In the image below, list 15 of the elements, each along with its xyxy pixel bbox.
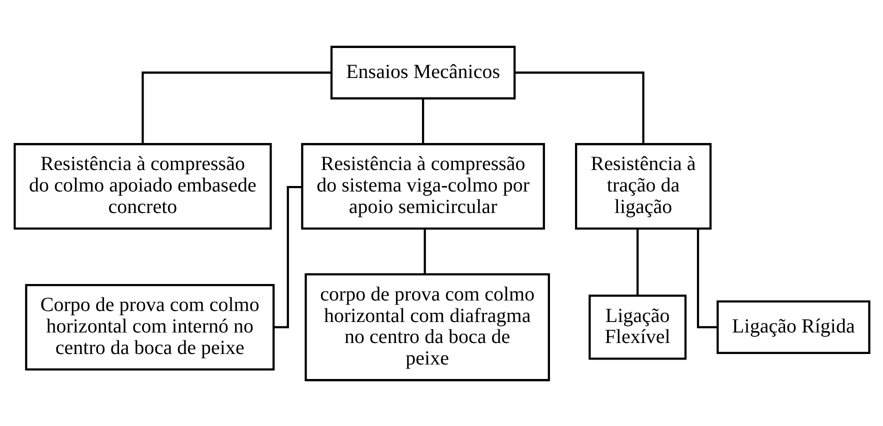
connector	[141, 71, 331, 144]
node-box: Corpo de prova com colmo horizontal com internó no centro da boca de peixe	[24, 283, 274, 370]
node-box: corpo de prova com colmo horizontal com diafragma no centro da boca de peixe	[304, 272, 550, 381]
node-box: Resistência à compressão do colmo apoiado embasede concreto	[13, 142, 272, 230]
node-box: Resistência à compressão do sistema viga-colmo por apoio semicircular	[300, 142, 544, 230]
connector	[636, 228, 638, 296]
node-box: Resistência à tração da ligação	[574, 142, 712, 230]
node-box: Ligação Flexível	[588, 294, 686, 360]
connector	[273, 185, 302, 328]
connector	[696, 228, 717, 328]
connector	[514, 71, 644, 144]
node-box: Ligação Rígida	[716, 300, 870, 354]
node-box: Ensaios Mecânicos	[330, 45, 516, 99]
connector	[421, 98, 424, 144]
connector	[423, 228, 426, 274]
